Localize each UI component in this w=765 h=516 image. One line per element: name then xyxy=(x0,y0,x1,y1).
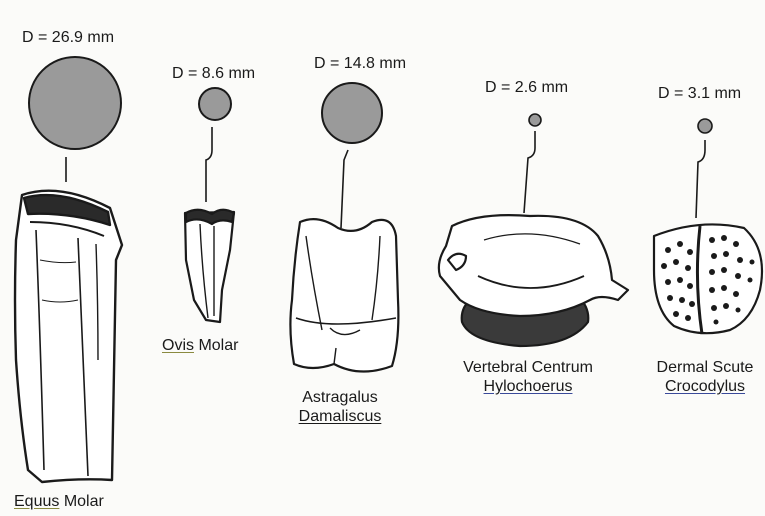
hylochoerus-genus-label: Hylochoerus xyxy=(484,378,573,395)
damaliscus-leader-line xyxy=(341,150,348,228)
damaliscus-element-label: Astragalus xyxy=(280,388,400,407)
damaliscus-diameter-label: D = 14.8 mm xyxy=(314,54,406,73)
crocodylus-diameter-circle xyxy=(698,119,712,133)
ovis-leader-line xyxy=(206,127,212,202)
crocodylus-diameter-label: D = 3.1 mm xyxy=(658,84,741,103)
equus-genus-label: Equus xyxy=(14,493,59,510)
hylochoerus-caption: Vertebral Centrum Hylochoerus xyxy=(440,358,616,396)
crocodylus-genus-label: Crocodylus xyxy=(665,378,745,395)
damaliscus-caption: Astragalus Damaliscus xyxy=(280,388,400,426)
ovis-genus-label: Ovis xyxy=(162,337,194,354)
ovis-diameter-label: D = 8.6 mm xyxy=(172,64,255,83)
equus-element-label: Molar xyxy=(64,493,104,510)
ovis-element-label: Molar xyxy=(198,337,238,354)
equus-molar-drawing xyxy=(15,191,122,482)
hylochoerus-leader-line xyxy=(524,131,535,213)
hylochoerus-element-label: Vertebral Centrum xyxy=(440,358,616,377)
crocodylus-element-label: Dermal Scute xyxy=(646,358,764,377)
hylochoerus-centrum-drawing xyxy=(439,215,628,346)
crocodylus-caption: Dermal Scute Crocodylus xyxy=(646,358,764,396)
damaliscus-genus-label: Damaliscus xyxy=(299,408,382,425)
crocodylus-scute-drawing xyxy=(654,224,762,334)
equus-caption: Equus Molar xyxy=(14,492,104,511)
equus-diameter-label: D = 26.9 mm xyxy=(22,28,114,47)
crocodylus-leader-line xyxy=(696,140,705,218)
ovis-molar-drawing xyxy=(185,210,234,322)
damaliscus-diameter-circle xyxy=(322,83,382,143)
ovis-diameter-circle xyxy=(199,88,231,120)
hylochoerus-diameter-circle xyxy=(529,114,541,126)
ovis-caption: Ovis Molar xyxy=(162,336,238,355)
equus-diameter-circle xyxy=(29,57,121,149)
damaliscus-astragalus-drawing xyxy=(290,219,398,371)
hylochoerus-diameter-label: D = 2.6 mm xyxy=(485,78,568,97)
